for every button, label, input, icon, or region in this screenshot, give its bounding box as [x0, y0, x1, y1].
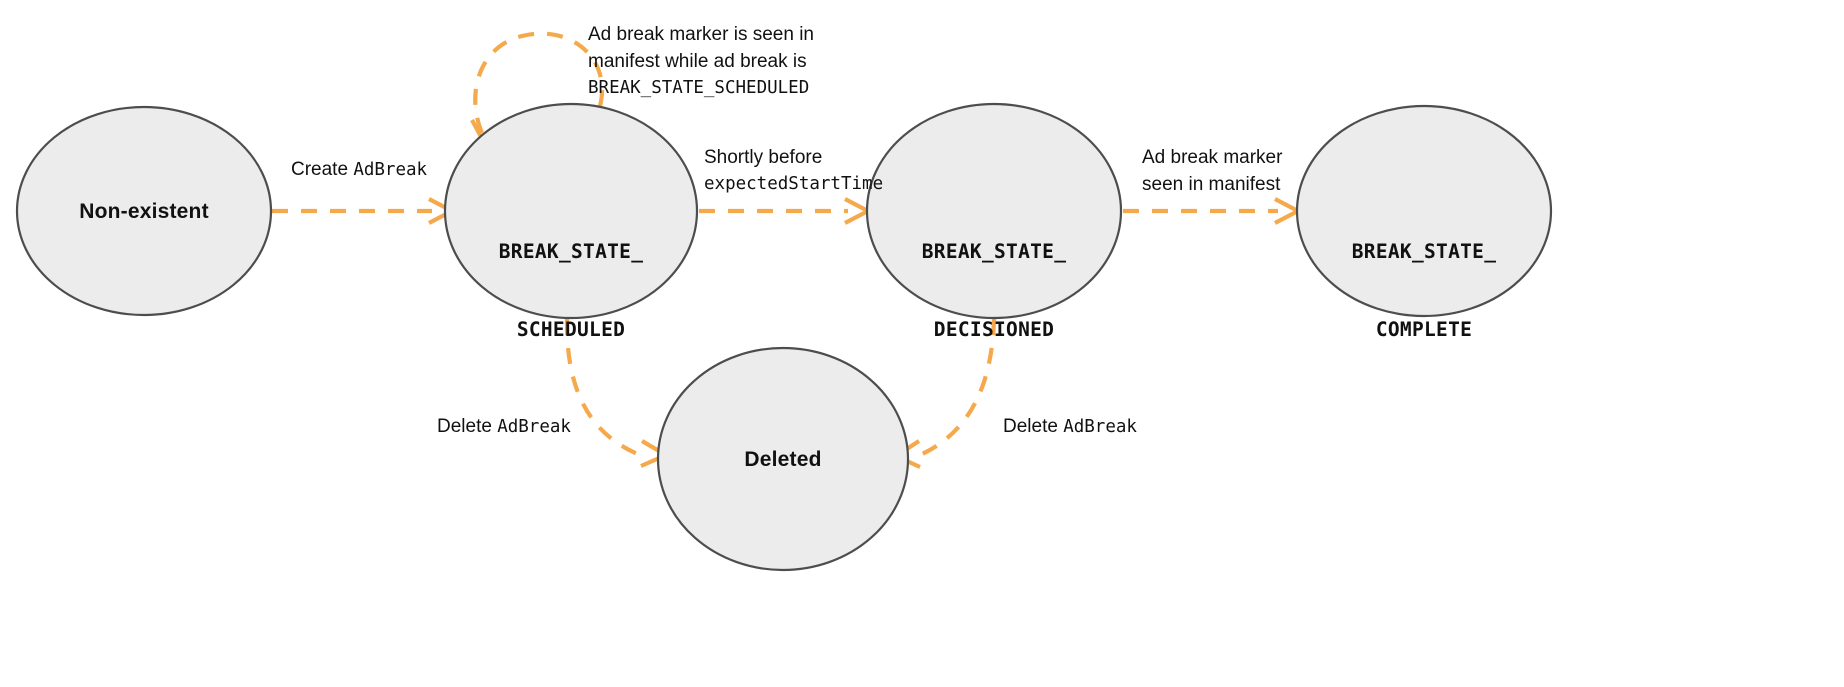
edge-shortly-before — [699, 197, 873, 225]
edge-delete-from-decisioned — [891, 318, 997, 469]
edge-marker-seen-in-manifest — [1123, 197, 1303, 225]
node-break-state-complete[interactable] — [1295, 104, 1553, 318]
edge-delete-from-scheduled — [564, 318, 671, 468]
node-non-existent[interactable] — [15, 105, 273, 317]
edge-create-adbreak — [272, 197, 457, 225]
node-deleted[interactable] — [656, 346, 910, 572]
node-break-state-scheduled[interactable] — [443, 102, 699, 320]
node-break-state-decisioned[interactable] — [865, 102, 1123, 320]
